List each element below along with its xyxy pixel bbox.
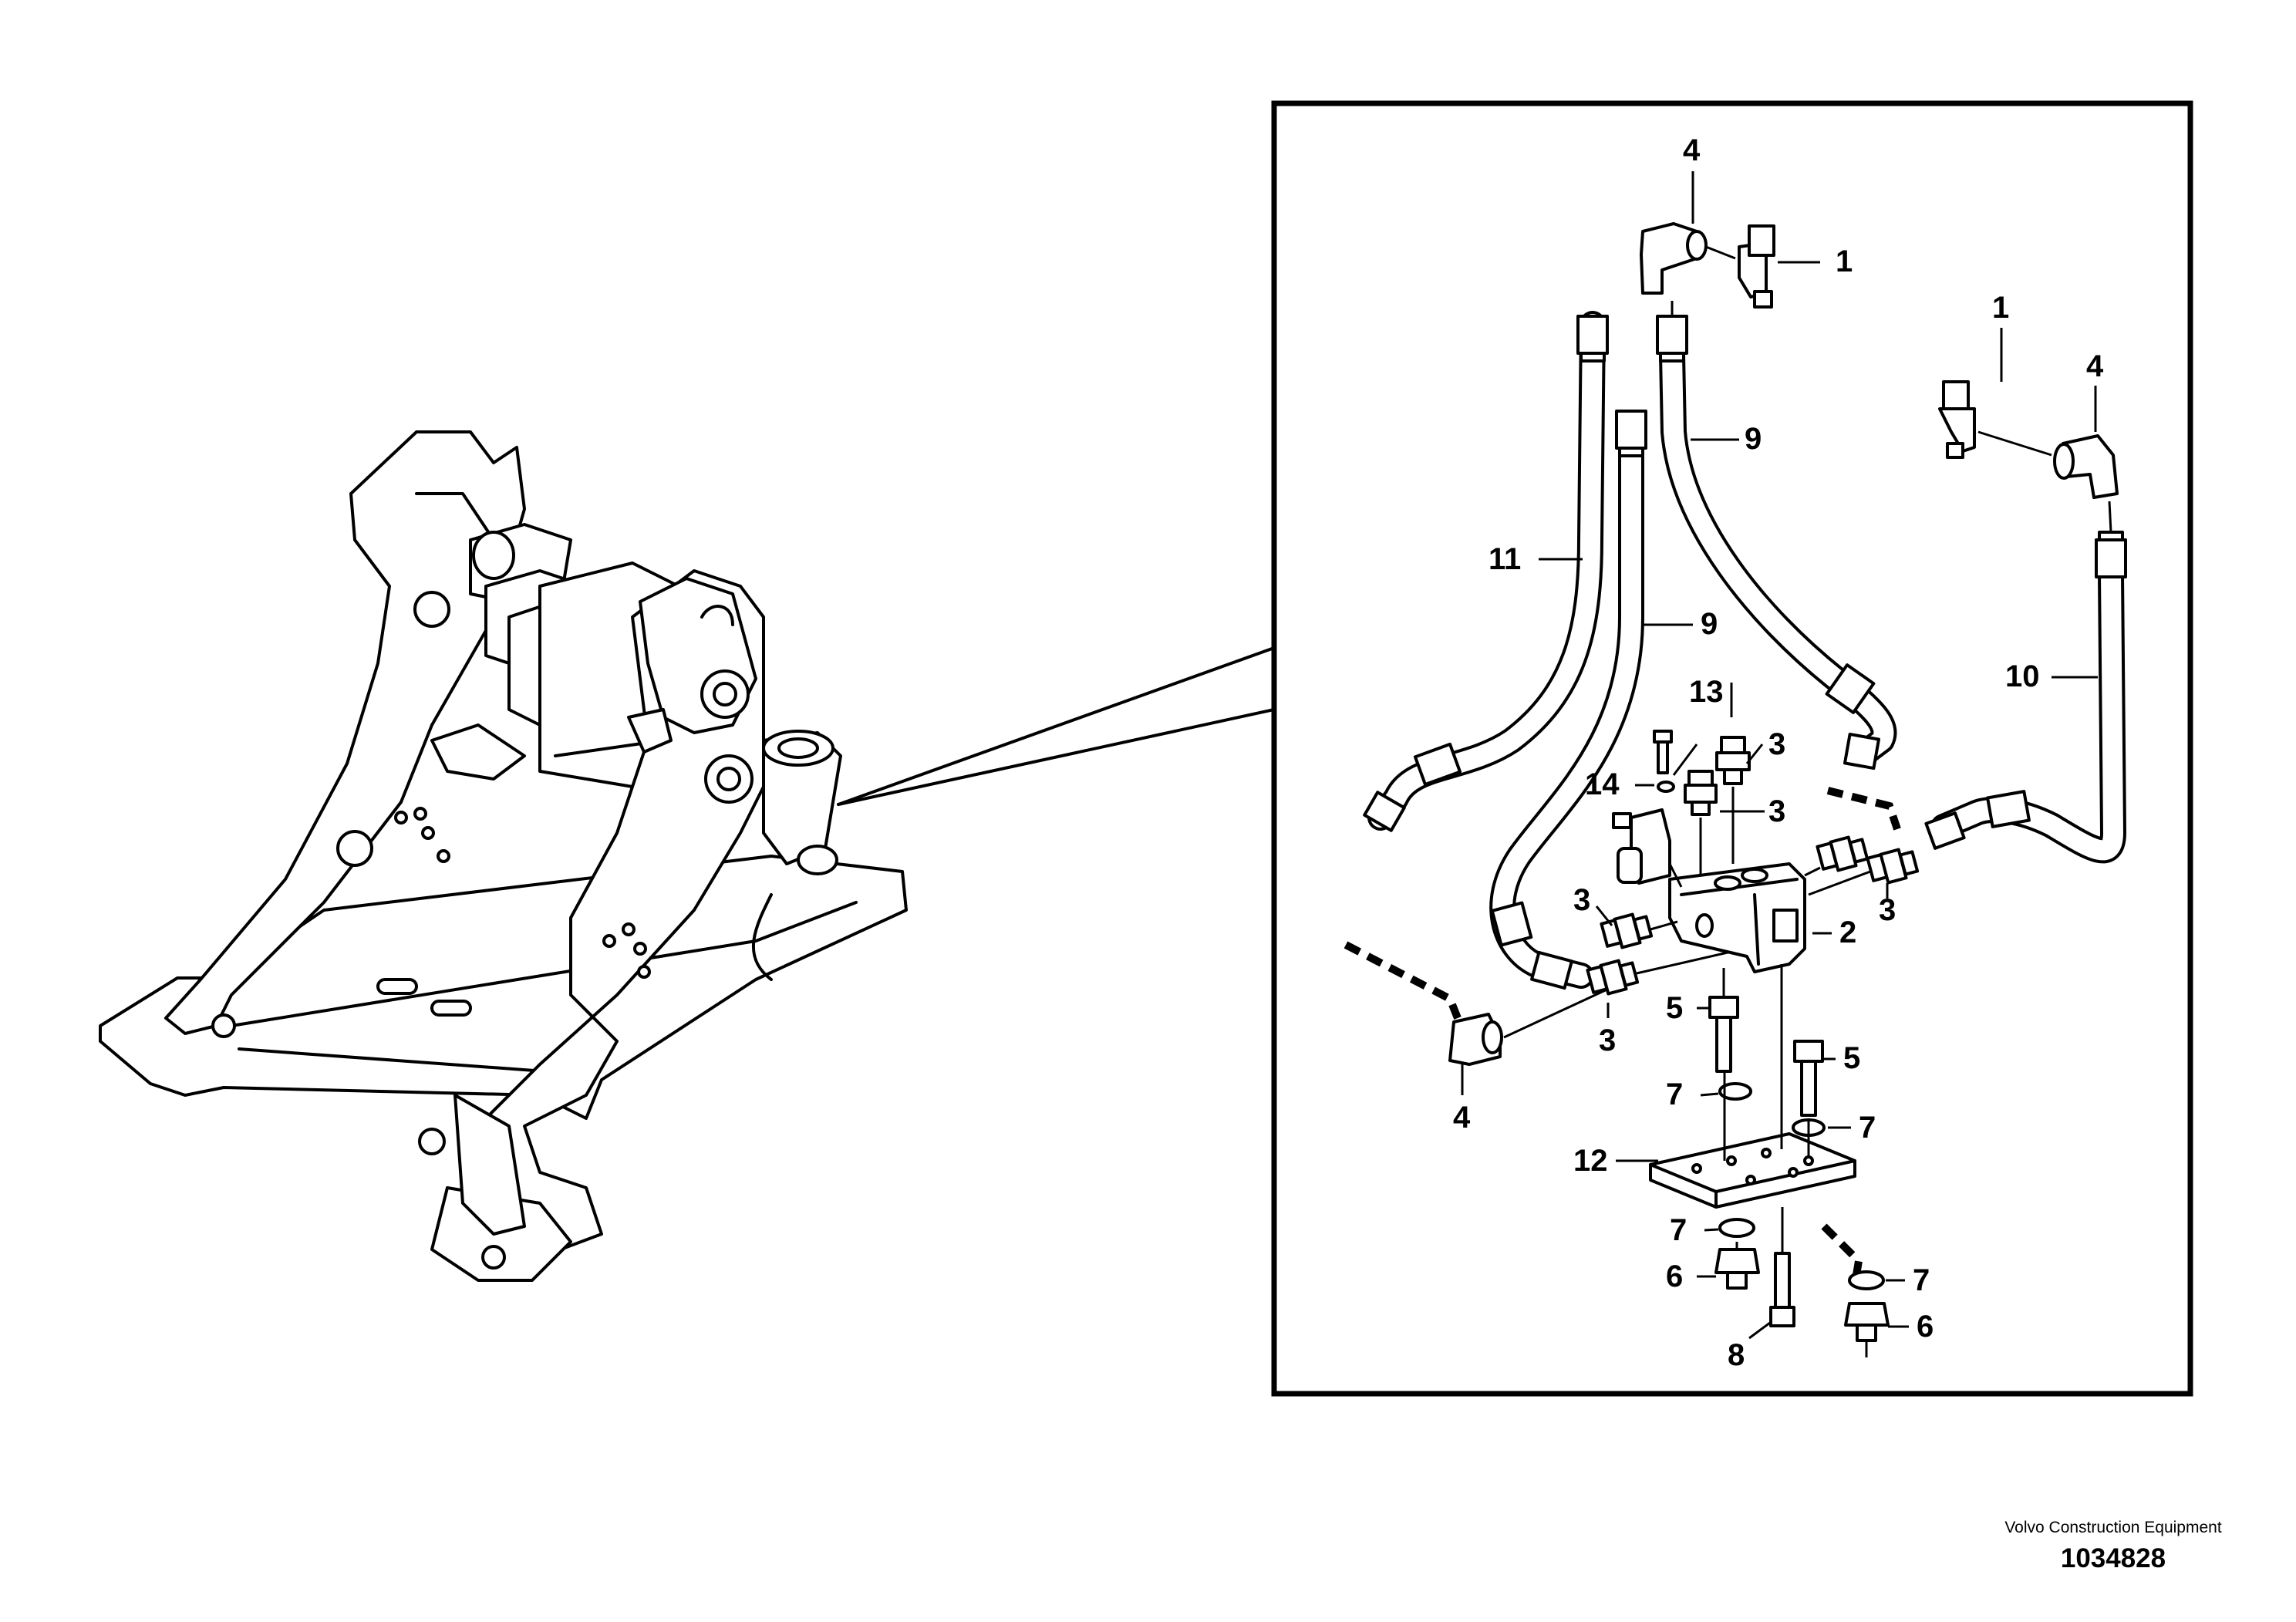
company-name: Volvo Construction Equipment [2004, 1519, 2222, 1536]
washer-7-lower-right [1848, 1270, 1885, 1290]
callout-4-right: 4 [2086, 349, 2104, 383]
callout-12: 12 [1573, 1144, 1608, 1178]
document-number: 1034828 [2060, 1543, 2166, 1573]
hose-9-right [1656, 315, 1897, 771]
bolt-5-right [1793, 1040, 1824, 1117]
elbow-fitting-top [1640, 222, 1708, 316]
elbow-fitting-bottom [1448, 986, 1613, 1066]
bolt-5-left [1708, 968, 1739, 1073]
callout-7-d: 7 [1913, 1263, 1930, 1297]
callout-8: 8 [1728, 1338, 1745, 1372]
screw-13 [1653, 730, 1673, 774]
callout-labels: 4 1 1 4 9 11 9 13 10 3 14 3 3 3 2 5 3 5 … [1453, 133, 2104, 1372]
callout-3-middle: 3 [1768, 794, 1785, 828]
callout-1-top: 1 [1836, 244, 1853, 278]
valve-block [1612, 808, 1806, 973]
callout-10: 10 [2005, 659, 2040, 693]
callout-3-left: 3 [1573, 883, 1590, 917]
callout-13: 13 [1689, 675, 1724, 709]
dash-line-left [1344, 941, 1462, 1020]
hose-9-left [1489, 410, 1647, 990]
dash-line-upper [1826, 787, 1901, 831]
callout-2: 2 [1839, 916, 1856, 949]
port-fitting-3b [1684, 770, 1718, 875]
callout-6-right: 6 [1917, 1310, 1934, 1344]
washer-14 [1657, 781, 1675, 793]
washer-7-upper-left [1718, 1082, 1752, 1101]
callout-5-left: 5 [1666, 991, 1683, 1025]
port-fitting-3c [1804, 835, 1870, 877]
figure-caption: Volvo Construction Equipment 1034828 [1944, 1518, 2283, 1574]
callout-wedge [837, 646, 1276, 806]
callout-7-b: 7 [1859, 1111, 1876, 1145]
callout-9-lower: 9 [1701, 607, 1718, 641]
callout-3-upper: 3 [1768, 727, 1785, 761]
frame-assembly [99, 430, 908, 1282]
port-fitting-3f [1586, 951, 1728, 996]
hose-11 [1363, 311, 1609, 832]
callout-3-bottom: 3 [1599, 1023, 1616, 1057]
callout-1-right: 1 [1992, 291, 2009, 325]
callout-11: 11 [1489, 542, 1521, 576]
hose-10 [1924, 531, 2127, 864]
bolt-8 [1769, 1207, 1795, 1327]
port-fitting-3a [1715, 736, 1751, 864]
port-fitting-3e [1600, 912, 1678, 949]
washer-7-lower-left [1718, 1218, 1755, 1238]
nut-6-left [1714, 1242, 1760, 1290]
tee-fitting-right [1938, 380, 2052, 459]
elbow-fitting-right [2053, 434, 2119, 533]
leader-lines [1461, 171, 2098, 1340]
callout-14: 14 [1585, 767, 1620, 801]
callout-6-left: 6 [1666, 1259, 1683, 1293]
callout-4-bottom: 4 [1453, 1101, 1471, 1135]
callout-7-c: 7 [1670, 1213, 1687, 1247]
port-fitting-3d [1808, 848, 1920, 896]
callout-4-top: 4 [1683, 133, 1701, 167]
callout-9-upper: 9 [1745, 422, 1762, 456]
nut-6-right [1844, 1302, 1890, 1357]
callout-3-right: 3 [1879, 893, 1896, 927]
detail-frame [1271, 100, 2193, 1397]
tee-fitting-top [1705, 224, 1775, 309]
callout-5-right: 5 [1843, 1041, 1860, 1075]
callout-7-a: 7 [1666, 1077, 1683, 1111]
mounting-plate [1649, 964, 1856, 1209]
